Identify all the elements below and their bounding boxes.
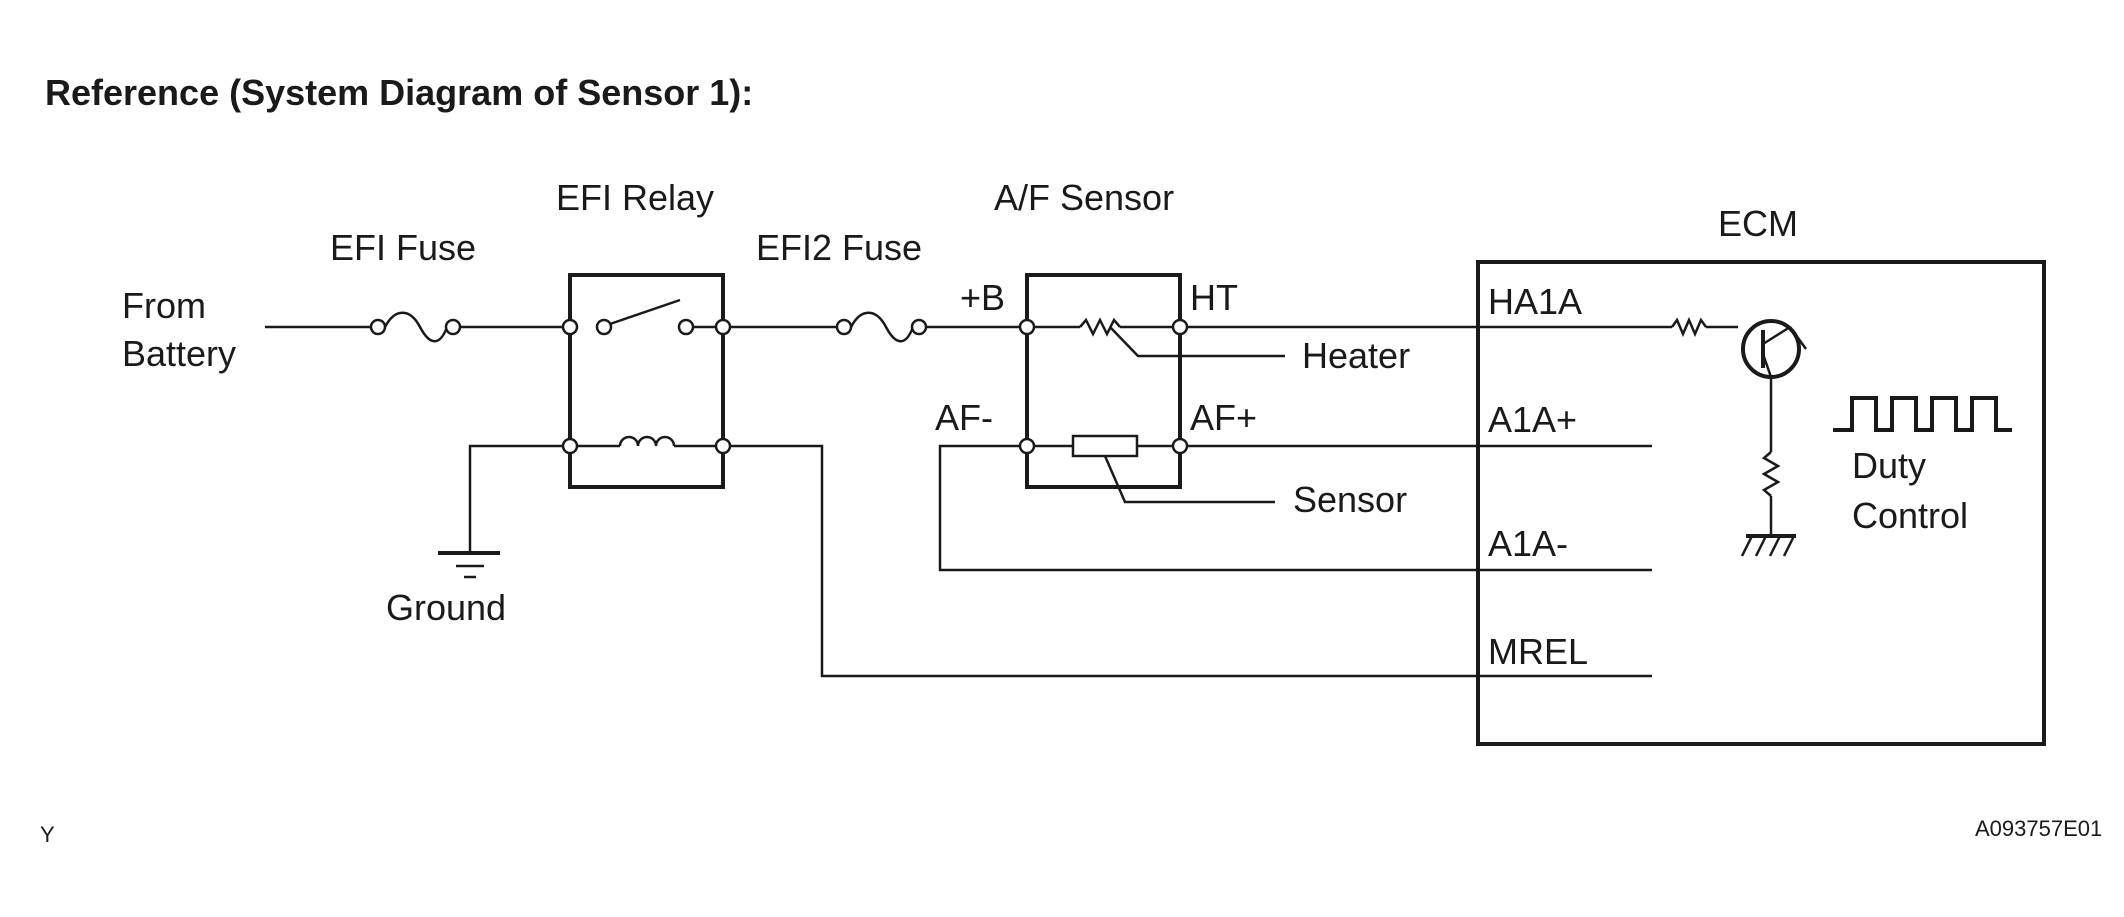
heater-leader bbox=[1109, 326, 1285, 358]
terminal-af-plus: AF+ bbox=[1190, 397, 1257, 438]
ground-label: Ground bbox=[386, 587, 506, 628]
terminal-ht: HT bbox=[1190, 277, 1238, 318]
efi2-fuse-label: EFI2 Fuse bbox=[756, 227, 922, 268]
from-battery-label-2: Battery bbox=[122, 333, 236, 374]
from-battery-label-1: From bbox=[122, 285, 206, 326]
ecm-terminal-mrel: MREL bbox=[1488, 631, 1588, 672]
ecm-terminal-a1a-minus: A1A- bbox=[1488, 523, 1568, 564]
af-sensor-label: A/F Sensor bbox=[994, 177, 1174, 218]
main-supply-line bbox=[265, 311, 1483, 343]
efi2-fuse-symbol bbox=[835, 311, 928, 343]
heater-label: Heater bbox=[1302, 335, 1410, 376]
duty-waveform bbox=[1833, 396, 2012, 432]
efi-fuse-label: EFI Fuse bbox=[330, 227, 476, 268]
mrel-wire bbox=[730, 444, 1652, 678]
af-minus-wire bbox=[938, 444, 1652, 572]
duty-control-label-2: Control bbox=[1852, 495, 1968, 536]
ground-wire bbox=[438, 444, 563, 579]
ecm-terminal-a1a-plus: A1A+ bbox=[1488, 399, 1577, 440]
sensor-leader bbox=[1103, 455, 1275, 504]
terminal-af-minus: AF- bbox=[935, 397, 993, 438]
duty-control-label-1: Duty bbox=[1852, 445, 1926, 486]
sensor-label: Sensor bbox=[1293, 479, 1407, 520]
terminal-plus-b: +B bbox=[960, 277, 1005, 318]
ecm-label: ECM bbox=[1718, 203, 1798, 244]
efi-relay bbox=[561, 273, 732, 489]
efi-fuse-symbol bbox=[369, 311, 462, 343]
figure-id: A093757E01 bbox=[1975, 816, 2102, 841]
efi-relay-label: EFI Relay bbox=[556, 177, 714, 218]
ecm-terminal-ha1a: HA1A bbox=[1488, 281, 1582, 322]
af-sensor bbox=[1018, 273, 1189, 489]
diagram-title: Reference (System Diagram of Sensor 1): bbox=[45, 72, 753, 113]
footer-left-code: Y bbox=[40, 822, 55, 847]
ecm-box bbox=[1476, 260, 2046, 746]
